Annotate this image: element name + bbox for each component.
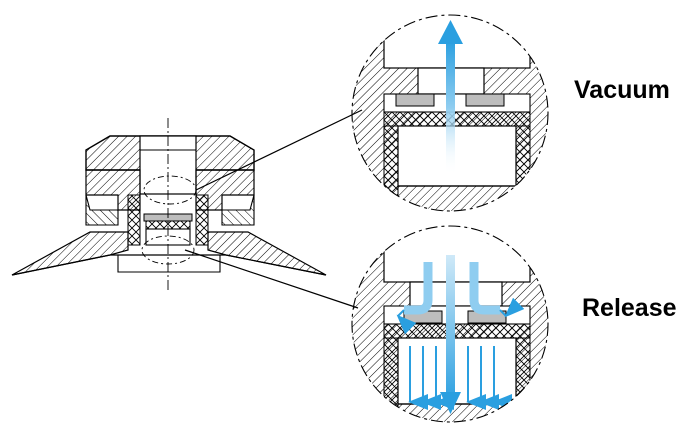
arrow-up-icon bbox=[438, 20, 463, 44]
vacuum-label: Vacuum bbox=[574, 76, 670, 104]
vacuum-flow-arrow bbox=[446, 40, 455, 175]
vacuum-detail-circle bbox=[351, 14, 549, 212]
release-flow-arrows bbox=[396, 255, 525, 414]
release-label: Release bbox=[582, 294, 677, 322]
leader-line-bottom bbox=[184, 249, 359, 309]
suction-cup-body bbox=[11, 118, 327, 292]
release-detail-circle bbox=[351, 225, 549, 423]
